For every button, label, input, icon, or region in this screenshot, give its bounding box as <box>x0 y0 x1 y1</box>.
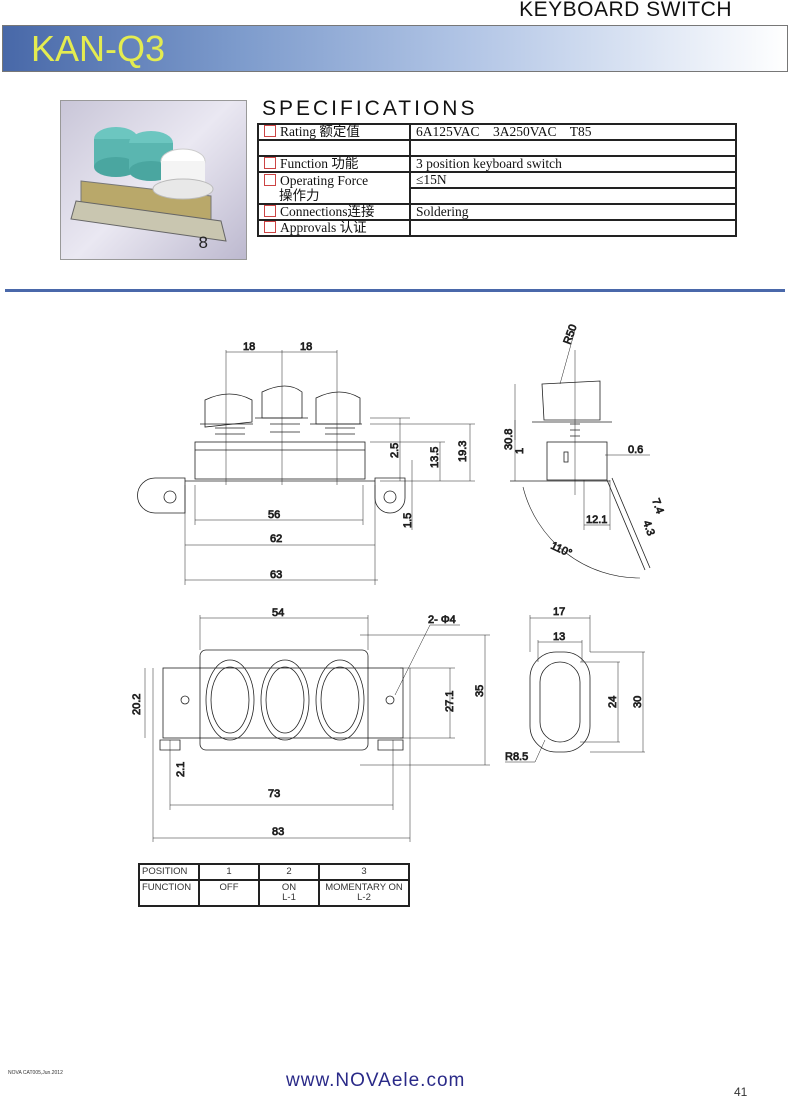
checkbox-icon <box>264 157 276 169</box>
spec-row-empty <box>257 139 737 157</box>
spec-label: Approvals 认证 <box>280 220 367 235</box>
spec-value: 3 position keyboard switch <box>409 155 737 173</box>
photo-label: 8 <box>198 233 208 252</box>
dim-holes: 2- Φ4 <box>428 614 456 626</box>
checkbox-icon <box>264 173 276 186</box>
dim-83: 83 <box>272 826 284 838</box>
checkbox-icon <box>264 205 276 217</box>
spec-row-approvals: Approvals 认证 <box>257 219 737 237</box>
dim-r8-5: R8.5 <box>505 751 528 763</box>
dim-56: 56 <box>268 509 280 521</box>
spec-label: Function 功能 <box>280 156 359 171</box>
dim-35: 35 <box>474 685 486 697</box>
dim-2-5: 2.5 <box>389 443 401 458</box>
spec-label: Operating Force <box>280 172 369 188</box>
spec-value: 6A125VAC 3A250VAC T85 <box>409 123 737 141</box>
model-banner: KAN-Q3 <box>2 25 788 72</box>
front-view <box>137 350 475 585</box>
function-1: OFF <box>198 879 260 907</box>
dim-20-2: 20.2 <box>131 694 143 715</box>
spec-value: Soldering <box>409 203 737 221</box>
dim-13: 13 <box>553 631 565 643</box>
function-circuit: L-2 <box>357 892 371 903</box>
spec-row-rating: Rating 额定值 6A125VAC 3A250VAC T85 <box>257 123 737 141</box>
checkbox-icon <box>264 125 276 137</box>
spec-row-operating-force-cn: 操作力 <box>257 188 737 205</box>
position-header: POSITION <box>138 863 200 881</box>
dim-pitch-1: 18 <box>243 341 255 353</box>
spec-value <box>409 219 737 237</box>
spec-value <box>409 188 737 205</box>
dim-r50: R50 <box>562 323 580 346</box>
function-header: FUNCTION <box>138 879 200 907</box>
dim-1: 1 <box>514 448 526 454</box>
dim-30-8: 30.8 <box>503 429 515 450</box>
dim-24: 24 <box>607 696 619 708</box>
dim-13-5: 13.5 <box>429 447 441 468</box>
product-photo: 8 <box>60 100 247 260</box>
function-text: ON <box>281 882 297 893</box>
section-divider <box>5 289 785 292</box>
top-view <box>144 615 490 842</box>
dim-12-1: 12.1 <box>586 514 607 526</box>
position-2: 2 <box>258 863 320 881</box>
dim-0-6: 0.6 <box>628 444 643 456</box>
dim-7-4: 7.4 <box>649 497 666 515</box>
switch-photo-illustration <box>70 127 227 242</box>
specifications-table: Rating 额定值 6A125VAC 3A250VAC T85 Function… <box>257 123 737 237</box>
dim-4-3: 4.3 <box>640 519 657 537</box>
checkbox-icon <box>264 221 276 233</box>
spec-row-function: Function 功能 3 position keyboard switch <box>257 155 737 173</box>
dim-63: 63 <box>270 569 282 581</box>
dim-62: 62 <box>270 533 282 545</box>
spec-value <box>409 139 737 157</box>
dim-angle: 110° <box>549 540 574 560</box>
dim-pitch-2: 18 <box>300 341 312 353</box>
spec-label: 操作力 <box>257 188 411 205</box>
function-text: MOMENTARY ON <box>325 882 403 893</box>
model-title: KAN-Q3 <box>31 28 166 69</box>
function-circuit: L-1 <box>282 892 296 903</box>
dim-73: 73 <box>268 788 280 800</box>
dim-30: 30 <box>632 696 644 708</box>
spec-row-connections: Connections连接 Soldering <box>257 203 737 221</box>
specifications-title: SPECIFICATIONS <box>262 97 478 120</box>
spec-label <box>257 139 411 157</box>
function-text: OFF <box>219 882 239 893</box>
position-3: 3 <box>318 863 410 881</box>
dim-19-3: 19.3 <box>457 441 469 462</box>
category-title: KEYBOARD SWITCH <box>519 0 732 21</box>
spec-value: ≤15N <box>409 171 737 189</box>
dim-27-1: 27.1 <box>444 691 456 712</box>
cap-view <box>505 615 645 763</box>
dim-1-5: 1.5 <box>402 513 414 528</box>
spec-row-operating-force: Operating Force ≤15N <box>257 171 737 189</box>
position-1: 1 <box>198 863 260 881</box>
side-view <box>510 329 651 579</box>
spec-label: Rating 额定值 <box>280 124 360 139</box>
position-row: POSITION 1 2 3 <box>138 863 410 881</box>
page-number: 41 <box>734 1085 748 1099</box>
catalog-code: NOVA CAT005,Jun.2012 <box>8 1070 63 1076</box>
spec-label: Connections连接 <box>280 204 375 219</box>
dim-2-1: 2.1 <box>175 762 187 777</box>
dim-54: 54 <box>272 607 284 619</box>
dim-17: 17 <box>553 606 565 618</box>
website-link[interactable]: www.NOVAele.com <box>286 1070 466 1091</box>
